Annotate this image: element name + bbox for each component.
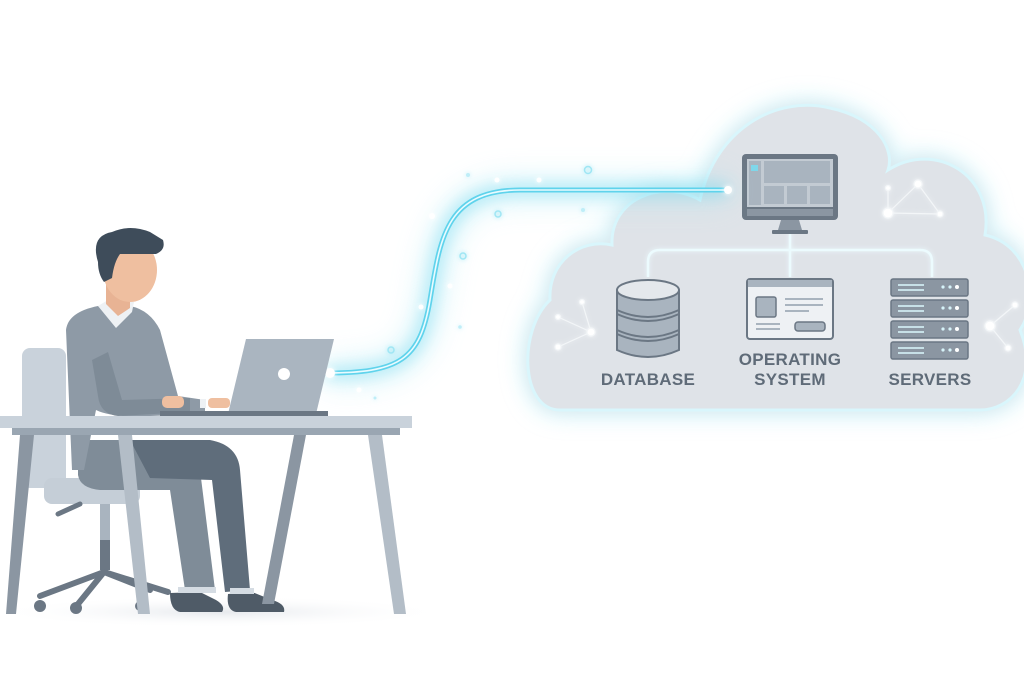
- operating-system-label-line2: SYSTEM: [754, 370, 826, 389]
- network-nodes-icon-right: [984, 301, 1019, 352]
- data-particles: [356, 165, 593, 400]
- database-label: DATABASE: [600, 370, 696, 389]
- servers-label: SERVERS: [888, 370, 972, 389]
- browser-window-icon: [746, 278, 834, 340]
- database-icon: [616, 279, 680, 358]
- person-at-desk: [66, 228, 285, 612]
- server-rack-icon: [890, 278, 969, 360]
- operating-system-label-line1: OPERATING: [738, 350, 842, 369]
- floor-shadow: [0, 596, 450, 628]
- desktop-monitor-icon: [742, 154, 838, 234]
- cloud-connector-lines: [646, 232, 934, 277]
- network-nodes-icon-left: [554, 298, 596, 351]
- desk: [0, 416, 412, 614]
- data-stream-connection: [324, 177, 732, 386]
- laptop-icon: [160, 339, 334, 416]
- network-nodes-icon-top-right: [882, 179, 944, 219]
